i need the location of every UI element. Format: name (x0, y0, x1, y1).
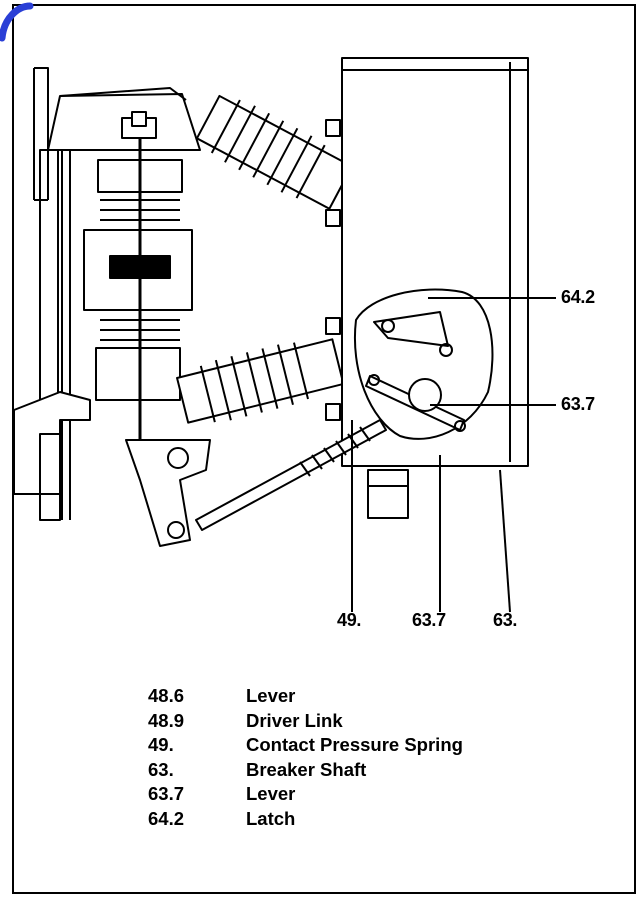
lower-insulator (176, 338, 345, 424)
legend-row: 63. Breaker Shaft (148, 758, 463, 783)
legend-row: 64.2 Latch (148, 807, 463, 832)
upper-housing-plate (47, 93, 201, 151)
latch-lever (373, 311, 449, 347)
legend-row: 48.6 Lever (148, 684, 463, 709)
housing-bottom-bolt (367, 469, 409, 519)
interrupter-body (83, 229, 193, 311)
contact-pressure-spring (299, 426, 371, 477)
legend-label: Driver Link (246, 709, 343, 731)
legend-label: Lever (246, 783, 296, 805)
bottom-lever (125, 439, 211, 547)
legend-label: Contact Pressure Spring (246, 734, 463, 756)
legend-number: 49. (148, 734, 174, 756)
driver-link (195, 419, 387, 531)
callout-63: 63. (493, 610, 518, 630)
legend-number: 48.9 (148, 709, 185, 731)
legend-row: 63.7 Lever (148, 782, 463, 807)
legend-row: 49. Contact Pressure Spring (148, 733, 463, 758)
leader-63 (499, 469, 511, 613)
breaker-shaft (408, 378, 442, 412)
callout-63-7-bottom: 63.7 (412, 610, 446, 630)
callout-49: 49. (337, 610, 362, 630)
legend-label: Latch (246, 807, 296, 829)
legend-label: Lever (246, 685, 296, 706)
legend-number: 48.6 (148, 685, 185, 706)
callout-64-2: 64.2 (561, 287, 595, 307)
callout-63-7-right: 63.7 (561, 394, 595, 414)
interrupter-bottom-bellows (95, 347, 181, 401)
legend-row: 48.9 Driver Link (148, 709, 463, 734)
upper-insulator (195, 94, 353, 210)
legend-label: Breaker Shaft (246, 758, 367, 780)
legend-number: 63.7 (148, 783, 185, 805)
legend-number: 64.2 (148, 807, 185, 829)
interrupter-ribs (100, 199, 180, 341)
legend-number: 63. (148, 758, 174, 780)
parts-legend: 48.6 Lever 48.9 Driver Link 49. Contact … (148, 684, 463, 832)
corner-mark-icon (0, 2, 34, 42)
